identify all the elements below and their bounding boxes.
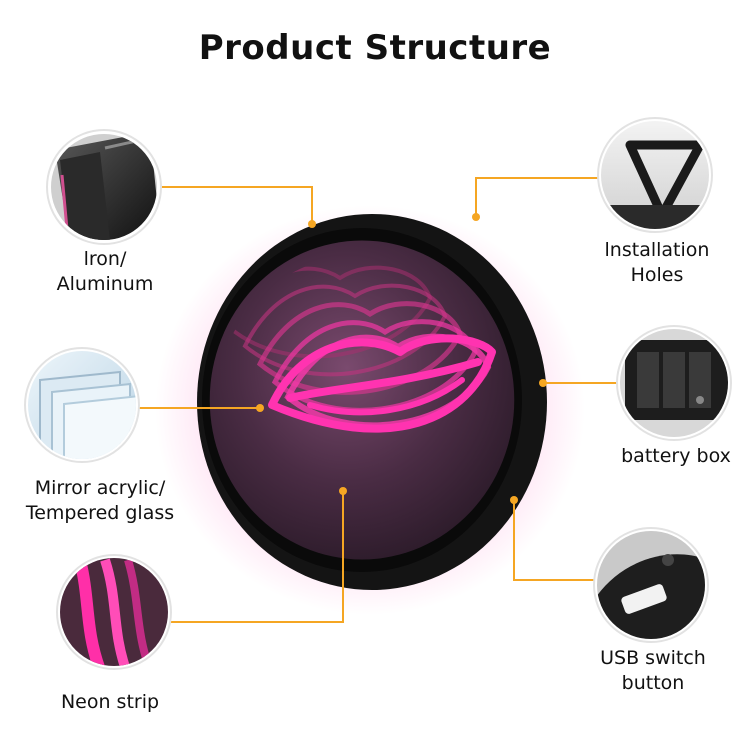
battery-box-closeup-icon: [620, 329, 728, 437]
label-neon-strip: Neon strip: [60, 691, 160, 713]
callout-installation-holes: [597, 117, 713, 233]
leader-lines: [136, 177, 620, 623]
leader-dot-mirror: [256, 404, 264, 412]
mirror-face: [209, 240, 515, 560]
leader-dot-neon: [339, 487, 347, 495]
callout-mirror-acrylic: [24, 347, 140, 463]
product-mirror-light: [155, 205, 585, 615]
callout-iron-aluminum: [46, 129, 162, 245]
leader-dots: [256, 213, 547, 504]
usb-switch-closeup-icon: [597, 531, 705, 639]
metal-frame-closeup-icon: [51, 134, 157, 240]
leader-dot-install: [472, 213, 480, 221]
label-iron-aluminum: lron/ Aluminum: [56, 248, 154, 295]
label-mirror-acrylic: Mirror acrylic/ Tempered glass: [25, 477, 175, 524]
leader-line-iron: [157, 186, 313, 222]
leader-line-install: [475, 177, 601, 215]
triangle-hanger-closeup-icon: [601, 121, 709, 229]
label-installation-holes: lnstallation Holes: [604, 239, 710, 286]
callout-neon-strip: [56, 554, 172, 670]
callout-usb-switch: [593, 527, 709, 643]
leader-dot-usb: [510, 496, 518, 504]
callout-battery-box: [616, 325, 732, 441]
leader-line-usb: [513, 500, 597, 581]
page-title: Product Structure: [198, 28, 552, 68]
neon-strip-closeup-icon: [60, 558, 168, 666]
label-battery-box: battery box: [621, 445, 731, 467]
leader-dot-battery: [539, 379, 547, 387]
neon-lips: [268, 334, 496, 433]
leader-line-neon: [168, 491, 344, 623]
label-usb-switch: USB switch button: [600, 647, 706, 694]
leader-dot-iron: [308, 220, 316, 228]
